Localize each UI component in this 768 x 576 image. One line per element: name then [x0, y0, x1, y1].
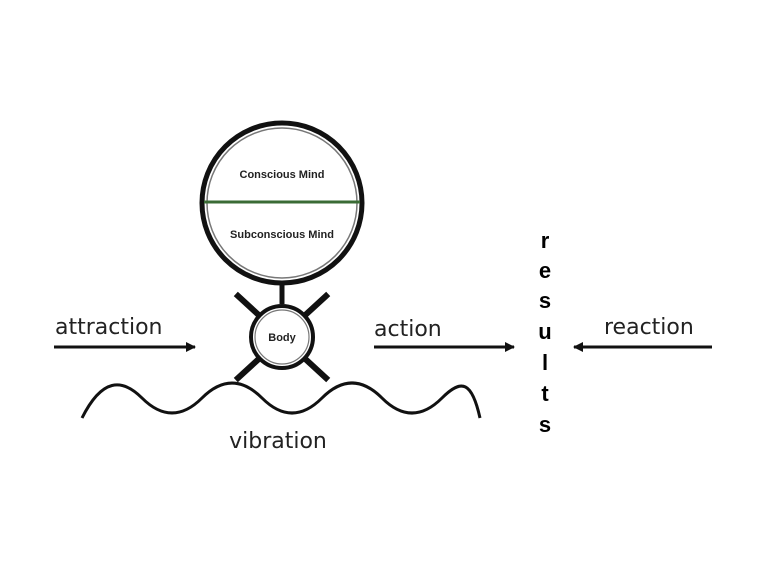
action-label: action — [374, 317, 442, 342]
subconscious-mind-label: Subconscious Mind — [230, 229, 334, 241]
results-letter: r — [541, 228, 550, 253]
limb-upper-left — [233, 291, 267, 323]
results-letter: s — [539, 412, 551, 437]
results-letter: u — [538, 319, 551, 344]
results-letter: s — [539, 288, 551, 313]
vibration-wave — [80, 381, 482, 419]
vibration-label: vibration — [229, 429, 327, 454]
reaction-label: reaction — [604, 315, 694, 340]
limb-upper-right — [297, 291, 331, 323]
body-label: Body — [268, 332, 296, 344]
conscious-mind-label: Conscious Mind — [240, 169, 325, 181]
results-word: r e s u l t s — [538, 228, 551, 437]
mind-circle: Conscious Mind Subconscious Mind — [199, 120, 365, 286]
attraction-label: attraction — [55, 315, 163, 340]
body-circle: Body — [249, 304, 315, 370]
limb-lower-left — [233, 351, 267, 383]
results-letter: t — [541, 381, 549, 406]
limb-lower-right — [297, 351, 331, 383]
results-letter: e — [539, 258, 551, 283]
results-letter: l — [542, 350, 548, 375]
limbs — [233, 291, 331, 383]
